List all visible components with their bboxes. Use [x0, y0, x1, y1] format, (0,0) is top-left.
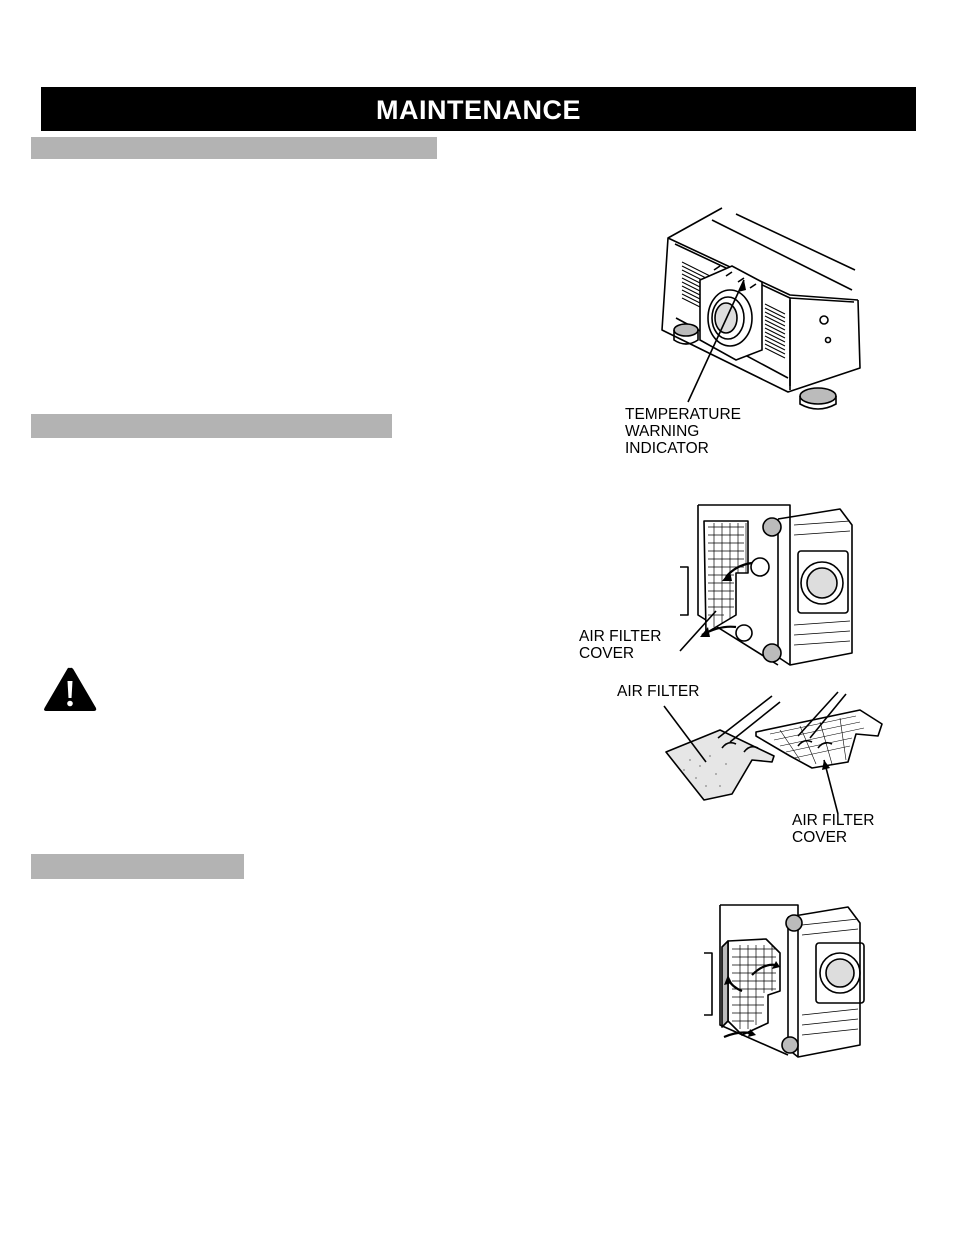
- section-header-bar: [31, 854, 244, 879]
- section-header-bar: [31, 137, 437, 159]
- warning-triangle-icon: [44, 667, 97, 711]
- temperature-warning-indicator-label: TEMPERATURE WARNING INDICATOR: [625, 406, 741, 457]
- air-filter-label: AIR FILTER: [617, 683, 700, 700]
- air-filter-cleaning-illustration: [663, 691, 883, 815]
- air-filter-cover-removal-illustration: [679, 504, 853, 666]
- page-title: MAINTENANCE: [41, 87, 916, 131]
- air-filter-cover-label-bottom: AIR FILTER COVER: [792, 812, 875, 846]
- air-filter-cover-label-top: AIR FILTER COVER: [579, 628, 662, 662]
- section-header-bar: [31, 414, 392, 438]
- air-filter-reattach-illustration: [704, 904, 865, 1058]
- projector-temperature-illustration: [661, 207, 861, 410]
